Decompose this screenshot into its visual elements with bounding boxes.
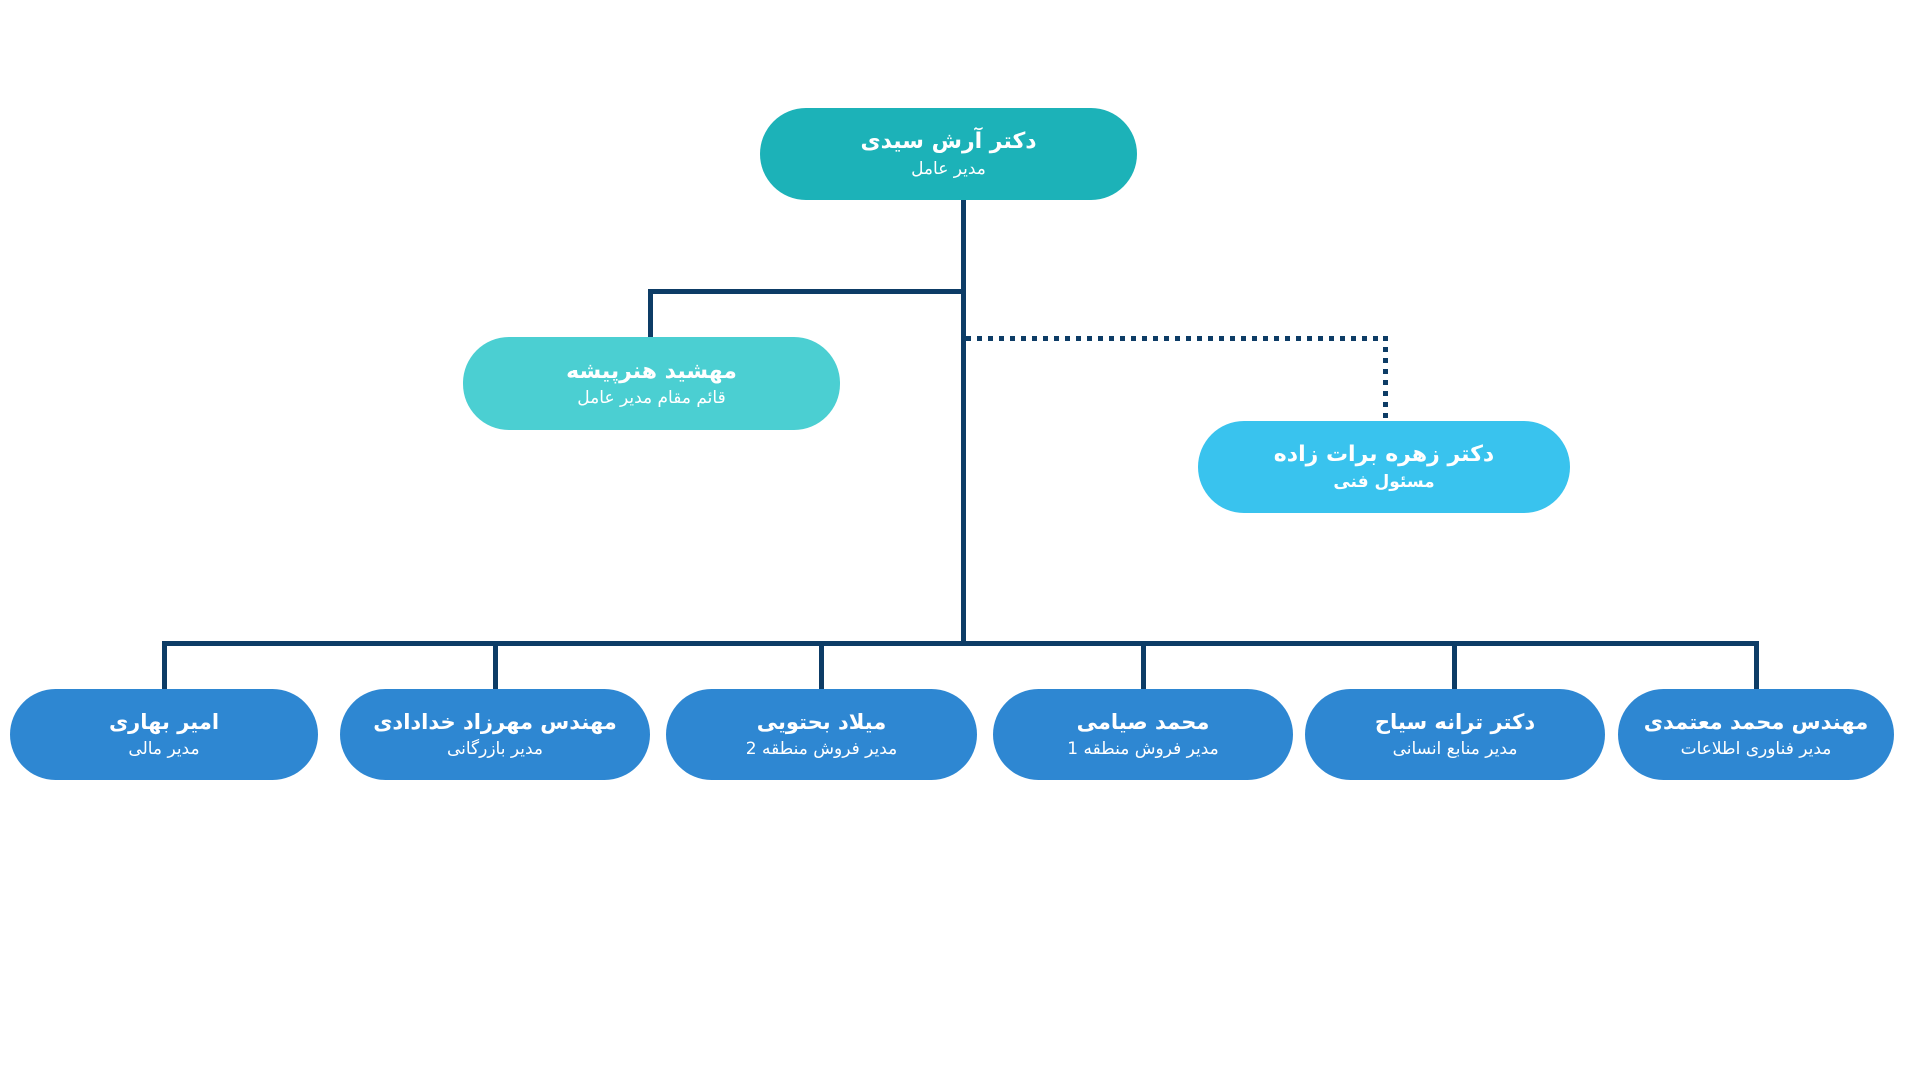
person-title: مسئول فنی	[1333, 471, 1435, 492]
connector-drop-commercial	[493, 641, 498, 690]
org-node-commercial-manager[interactable]: مهندس مهرزاد خدادادی مدیر بازرگانی	[340, 689, 650, 780]
person-name: دکتر ترانه سیاح	[1374, 710, 1536, 735]
connector-deputy-horizontal	[648, 289, 966, 294]
org-node-deputy-ceo[interactable]: مهشید هنرپیشه قائم مقام مدیر عامل	[463, 337, 840, 430]
org-node-it-manager[interactable]: مهندس محمد معتمدی مدیر فناوری اطلاعات	[1618, 689, 1894, 780]
org-node-sales-region1-manager[interactable]: محمد صیامی مدیر فروش منطقه 1	[993, 689, 1293, 780]
person-title: مدیر فناوری اطلاعات	[1680, 738, 1832, 759]
person-title: مدیر مالی	[128, 738, 200, 759]
person-name: مهشید هنرپیشه	[566, 358, 737, 384]
person-title: مدیر منابع انسانی	[1392, 738, 1518, 759]
connector-drop-hr	[1452, 641, 1457, 690]
org-node-ceo[interactable]: دکتر آرش سیدی مدیر عامل	[760, 108, 1137, 200]
person-title: مدیر فروش منطقه 1	[1067, 738, 1219, 759]
person-name: مهندس مهرزاد خدادادی	[373, 710, 617, 735]
connector-drop-sales-region2	[819, 641, 824, 690]
connector-technical-dotted-horizontal	[966, 336, 1386, 341]
connector-drop-sales-region1	[1141, 641, 1146, 690]
person-title: مدیر عامل	[911, 158, 986, 179]
person-name: امیر بهاری	[108, 710, 220, 735]
org-node-finance-manager[interactable]: امیر بهاری مدیر مالی	[10, 689, 318, 780]
person-title: مدیر بازرگانی	[446, 738, 544, 759]
connector-technical-dotted-drop	[1383, 336, 1388, 421]
person-title: مدیر فروش منطقه 2	[745, 738, 898, 759]
connector-ceo-trunk	[961, 200, 966, 643]
org-node-sales-region2-manager[interactable]: میلاد بحتویی مدیر فروش منطقه 2	[666, 689, 977, 780]
org-node-technical-officer[interactable]: دکتر زهره برات زاده مسئول فنی	[1198, 421, 1570, 513]
person-name: محمد صیامی	[1076, 710, 1210, 735]
connector-drop-it	[1754, 641, 1759, 690]
connector-drop-finance	[162, 641, 167, 690]
person-name: میلاد بحتویی	[756, 710, 887, 735]
person-name: دکتر زهره برات زاده	[1273, 442, 1495, 468]
connector-deputy-drop	[648, 289, 653, 337]
person-name: مهندس محمد معتمدی	[1643, 710, 1869, 735]
person-name: دکتر آرش سیدی	[860, 129, 1037, 155]
org-node-hr-manager[interactable]: دکتر ترانه سیاح مدیر منابع انسانی	[1305, 689, 1605, 780]
person-title: قائم مقام مدیر عامل	[577, 388, 726, 409]
connector-managers-rail	[162, 641, 1759, 646]
